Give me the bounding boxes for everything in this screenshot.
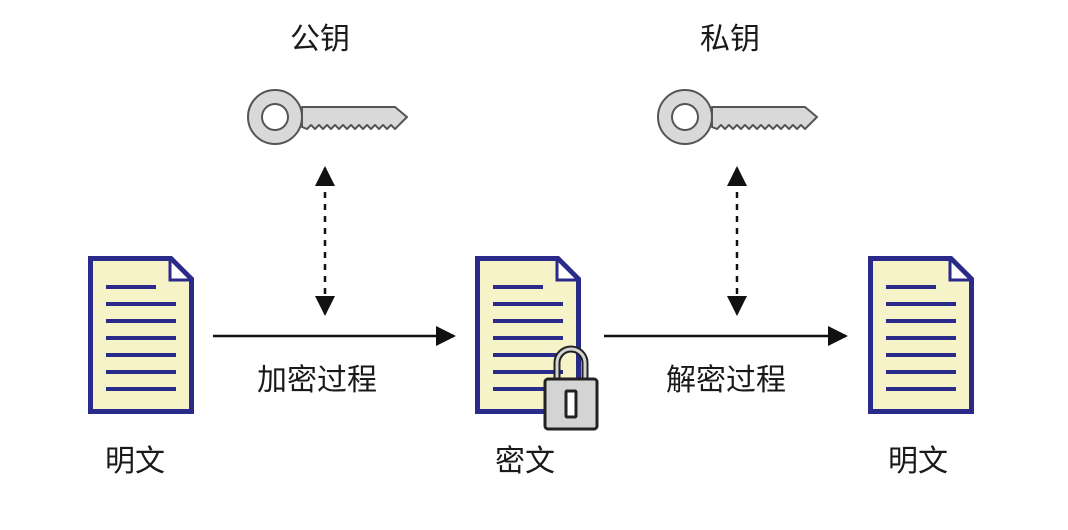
plaintext-right-label: 明文 [888, 444, 948, 479]
encrypt-process-label: 加密过程 [257, 363, 377, 398]
plaintext-right-document-icon [868, 256, 974, 414]
private-key-label: 私钥 [700, 22, 760, 57]
plaintext-left-label: 明文 [105, 444, 165, 479]
public-key-icon [247, 89, 408, 145]
private-key-icon [657, 89, 818, 145]
padlock-icon [543, 345, 599, 431]
plaintext-left-document-icon [88, 256, 194, 414]
ciphertext-label: 密文 [495, 444, 555, 479]
public-key-label: 公钥 [290, 22, 350, 57]
decrypt-process-label: 解密过程 [666, 363, 786, 398]
